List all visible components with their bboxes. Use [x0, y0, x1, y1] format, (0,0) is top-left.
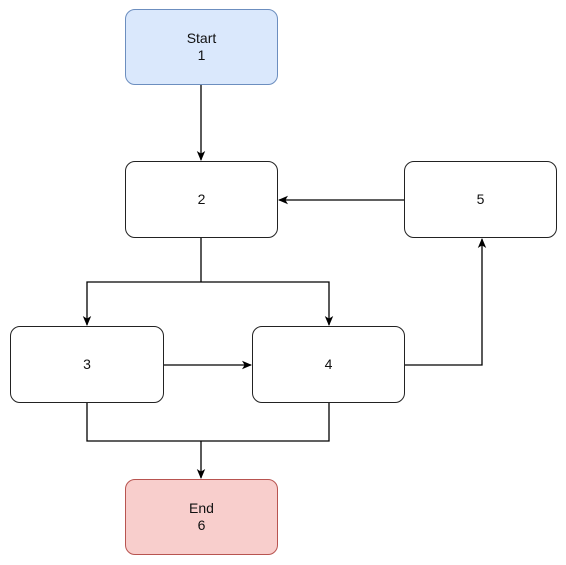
process-node-4-label: 4: [324, 356, 333, 372]
start-node[interactable]: Start 1: [125, 9, 278, 85]
edge-2-to-3: [82, 281, 201, 326]
edge-4-to-5: [405, 238, 487, 366]
process-node-2[interactable]: 2: [125, 161, 278, 238]
end-node-title: End: [189, 500, 214, 516]
start-node-title: Start: [186, 30, 217, 46]
process-node-3-label: 3: [83, 356, 91, 372]
process-node-5[interactable]: 5: [404, 161, 557, 238]
process-node-4[interactable]: 4: [252, 326, 405, 403]
start-node-label: 1: [197, 47, 206, 63]
process-node-3[interactable]: 3: [10, 326, 164, 403]
edge-2-to-4: [201, 281, 334, 326]
process-node-5-label: 5: [476, 191, 485, 207]
edge-4-to-6: [201, 403, 330, 442]
end-node[interactable]: End 6: [125, 479, 278, 555]
process-node-2-label: 2: [197, 191, 206, 207]
edge-3-to-6: [86, 403, 201, 442]
end-node-label: 6: [197, 517, 206, 533]
